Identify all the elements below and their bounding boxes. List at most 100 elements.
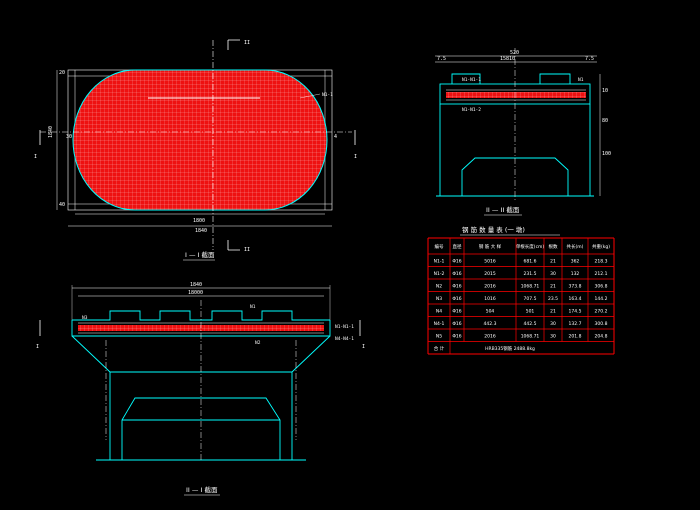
table-cell: Φ16 [452,258,461,264]
plan-section-mark-bot: II [244,247,250,253]
sec1-label-n2: N2 [255,340,261,346]
plan-dim-total: 1840 [195,228,207,234]
sec1-caption: II — I 截面 [186,485,218,494]
table-title: 钢 筋 数 量 表 (一 墩) [462,225,525,234]
table-cell: 362 [571,258,580,264]
table-cell: Φ16 [452,308,461,314]
table-cell: 212.1 [595,271,608,277]
table-cell: 501 [526,308,535,314]
sec1-mark-left: I [36,344,39,350]
sec1-dim-total: 1840 [190,282,202,288]
table-cell: 204.8 [595,333,608,339]
sec1-label-n4: N4-N4-1 [335,336,354,342]
plan-section-mark-right: I [354,154,357,160]
sec2-dim-v2: 80 [602,118,608,124]
table-cell: N4-1 [434,321,445,327]
section-ii-view: 520 7.5 15810 7.5 N1-N1-1 N1-N1-2 N1 10 … [435,48,611,216]
table-cell: 21 [550,308,556,314]
plan-dim-height: 1840 [48,126,54,138]
sec1-label-n1: N1 [250,304,256,310]
sec2-rebar-band [446,92,586,98]
table-cell: 681.6 [524,258,537,264]
plan-section-mark-left: I [34,154,37,160]
table-cell: Φ16 [452,321,461,327]
table-cell: 300.8 [595,321,608,327]
rebar-table: 钢 筋 数 量 表 (一 墩) 编号 直径 钢 筋 大 样 单根长度(cm) 根数 共长(… [427,225,615,355]
rebar-mesh [72,69,328,211]
table-cell: 231.5 [524,271,537,277]
sec2-label-3: N1 [578,77,584,83]
sec1-dim-inner: 18000 [188,290,203,296]
table-header-cell: 直径 [453,243,462,250]
table-cell: 30 [550,271,556,277]
table-cell: 21 [550,283,556,289]
table-cell: 2016 [484,283,496,289]
table-cell: 373.8 [569,283,582,289]
section-i-view: 1840 18000 N1 N1-N1-1 N4-N4-1 N3 N2 I I … [36,282,365,496]
table-cell: Φ16 [452,333,461,339]
table-cell: 707.5 [524,296,537,302]
table-cell: 442.3 [484,321,497,327]
plan-dim-side-left: 30 [66,134,72,140]
table-cell: 442.5 [524,321,537,327]
table-cell: 174.5 [569,308,582,314]
table-total-label: 合 计 [434,345,445,352]
table-cell: 1068.71 [521,283,540,289]
table-cell: 30 [550,321,556,327]
table-cell: 21 [550,258,556,264]
table-header-cell: 共长(m) [567,243,584,250]
table-header-cell: 单根长度(cm) [516,243,545,250]
table-header-cell: 根数 [549,243,558,250]
table-cell: 132 [571,271,580,277]
table-cell: 23.5 [548,296,558,302]
table-cell: N2 [436,283,442,289]
sec2-dim-left: 7.5 [437,56,446,62]
sec1-mark-right: I [362,344,365,350]
table-cell: 2015 [484,271,496,277]
sec2-dim-mid: 15810 [500,56,515,62]
table-cell: 2016 [484,333,496,339]
table-header-cell: 编号 [435,243,444,250]
plan-label-n1: N1-1 [322,92,333,98]
sec2-dim-v1: 10 [602,88,608,94]
sec2-caption: II — II 截面 [486,205,520,214]
plan-dim-top-left: 20 [59,70,65,76]
plan-dim-side-right: 4 [334,134,337,140]
table-cell: N1-2 [434,271,445,277]
sec1-label-n1-1: N1-N1-1 [335,324,354,330]
sec2-dim-top: 520 [510,50,519,56]
table-cell: 270.2 [595,308,608,314]
table-cell: 5016 [484,258,496,264]
plan-section-mark-top: II [244,40,250,46]
table-cell: N5 [436,333,442,339]
table-cell: Φ16 [452,271,461,277]
sec2-dim-right: 7.5 [585,56,594,62]
table-grid [427,237,615,355]
plan-caption: I — I 截面 [185,250,215,259]
plan-view: 1800 1840 1840 20 40 30 4 N1-1 II II I I… [34,39,357,261]
sec1-label-n3: N3 [82,315,88,321]
sec2-label-1: N1-N1-1 [462,77,481,83]
table-cell: 30 [550,333,556,339]
table-header-cell: 钢 筋 大 样 [479,243,502,250]
table-cell: Φ16 [452,283,461,289]
table-cell: 1068.71 [521,333,540,339]
table-cell: 144.2 [595,296,608,302]
table-header-cell: 共重(kg) [592,243,610,250]
plan-dim-inner: 1800 [193,218,205,224]
table-cell: 218.3 [595,258,608,264]
table-total-value: HRB335钢筋 2488.8kg [485,345,535,352]
table-cell: Φ16 [452,296,461,302]
table-cell: N1-1 [434,258,445,264]
table-cell: 504 [486,308,495,314]
table-cell: 306.8 [595,283,608,289]
table-cell: 132.7 [569,321,582,327]
table-cell: 163.4 [569,296,582,302]
table-cell: 1016 [484,296,496,302]
table-cell: N4 [436,308,442,314]
sec2-dim-v3: 100 [602,151,611,157]
sec2-label-2: N1-N1-2 [462,107,481,113]
table-cell: 201.8 [569,333,582,339]
